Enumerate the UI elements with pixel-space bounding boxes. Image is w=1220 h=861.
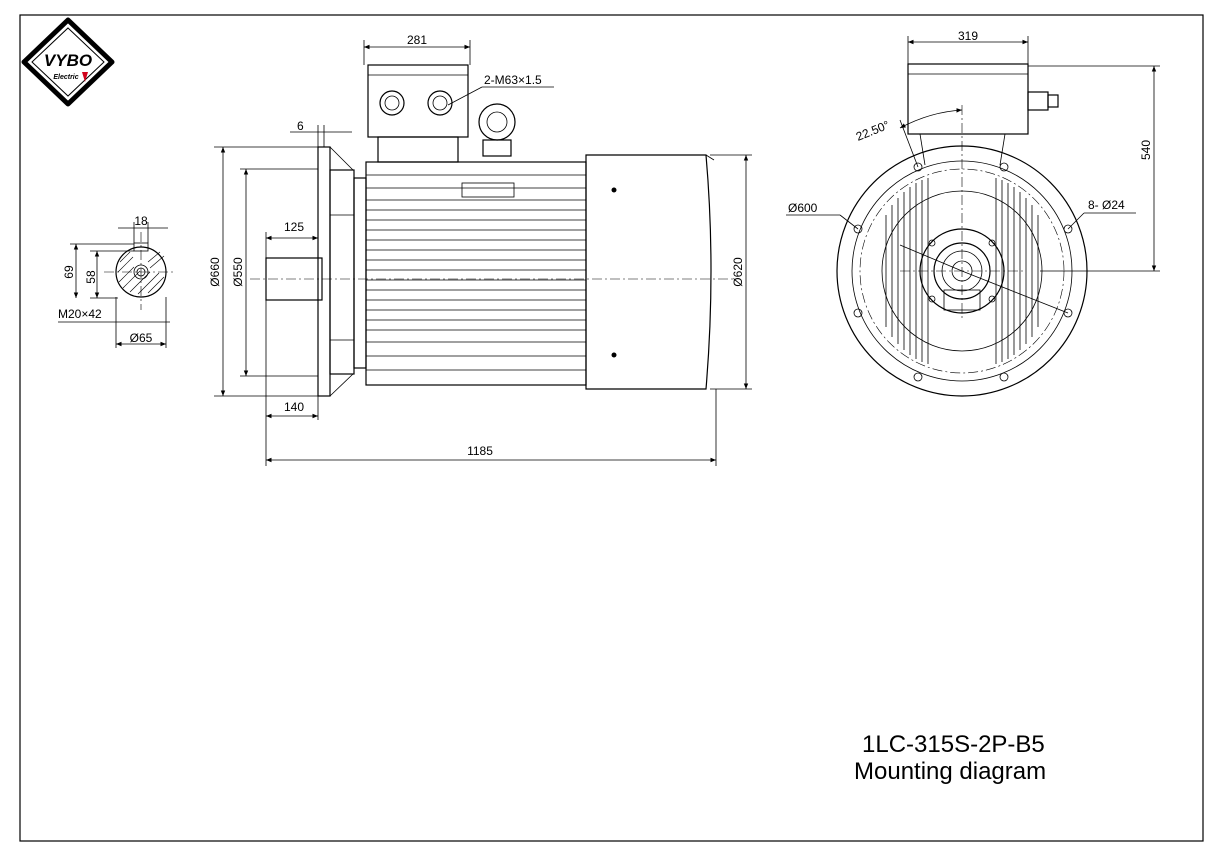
cooling-fins [366, 174, 586, 371]
overall-1185: 1185 [467, 444, 493, 458]
motor-side-view: 281 2-M63×1.5 6 125 Ø660 Ø550 Ø620 140 [208, 33, 752, 466]
spigot-dia-550: Ø550 [231, 257, 245, 287]
height-69-label: 69 [62, 265, 76, 279]
box-width-281: 281 [407, 33, 427, 47]
flange-dia-660: Ø660 [208, 257, 222, 287]
motor-end-view: 319 22.50° Ø600 8- Ø24 540 [786, 29, 1160, 397]
logo-brand: VYBO [44, 51, 92, 70]
shaft-diameter-label: Ø65 [130, 331, 153, 345]
flange-thk-label: 6 [297, 119, 304, 133]
flange-offset-140: 140 [284, 400, 304, 414]
shaft-len-125: 125 [284, 220, 304, 234]
logo-sub: Electric [53, 74, 78, 81]
key-width-label: 18 [134, 214, 148, 228]
vybo-logo: VYBO Electric [21, 17, 115, 107]
gland-label: 2-M63×1.5 [484, 73, 542, 87]
model-title: 1LC-315S-2P-B5 [862, 731, 1045, 758]
height-58-label: 58 [84, 270, 98, 284]
height-540: 540 [1139, 140, 1153, 160]
shaft-end-view: 18 69 58 M20×42 Ø65 [58, 214, 176, 348]
end-box-width-319: 319 [958, 29, 978, 43]
drawing-frame [19, 14, 1204, 842]
holes-label: 8- Ø24 [1088, 198, 1125, 212]
pcd-label: Ø600 [788, 201, 818, 215]
angle-label: 22.50° [854, 118, 892, 144]
diagram-subtitle: Mounting diagram [854, 758, 1046, 785]
thread-label: M20×42 [58, 307, 102, 321]
body-dia-620: Ø620 [731, 257, 745, 287]
